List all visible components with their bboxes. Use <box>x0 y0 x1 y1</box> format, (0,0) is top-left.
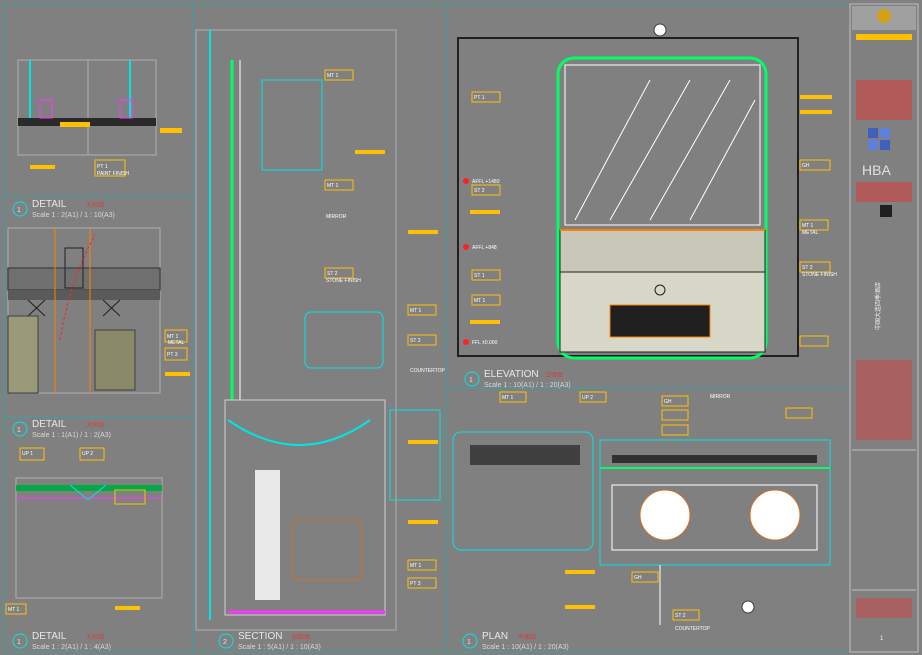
callout-stone-finish: STONE FINISH <box>802 272 837 278</box>
callout-countertop: COUNTERTOP <box>410 368 445 374</box>
callout-gh: GH <box>802 163 810 169</box>
callout-gh-b: GH <box>664 399 672 405</box>
detail-a-heading: DETAIL <box>32 199 67 210</box>
basin-icon <box>639 489 691 541</box>
detail-c-heading: DETAIL <box>32 631 67 642</box>
elevation-cn: 立面图 <box>545 371 563 379</box>
detail-c-drawing <box>5 447 163 615</box>
callout-mt1-g: MT 1 <box>410 308 422 314</box>
plan-cn: 平面图 <box>518 634 536 641</box>
viewport-frames <box>3 3 919 653</box>
callout-st2: ST 2 <box>327 271 338 277</box>
callout-mt1-i: MT 1 <box>502 395 514 401</box>
callout-up1: UP 1 <box>22 451 33 457</box>
section-heading: SECTION <box>238 631 282 642</box>
detail-b-cn: 大样图 <box>86 421 104 429</box>
section-cn: 剖面图 <box>292 633 310 641</box>
plan-scale: Scale 1 : 10(A1) / 1 : 20(A3) <box>482 644 569 651</box>
plan-heading: PLAN <box>482 631 508 642</box>
detail-b-heading: DETAIL <box>32 419 67 430</box>
callout-labels: MT 1 MT 1 ST 2 PT 1 ST 2 ST 1 MT 1 GH MT… <box>8 73 837 632</box>
callout-countertop-b: COUNTERTOP <box>675 626 710 632</box>
plan-title: 1 PLAN 平面图 Scale 1 : 10(A1) / 1 : 20(A3) <box>462 631 569 651</box>
detail-b-number: 1 <box>17 427 21 434</box>
callout-mt1-d: MT 1 <box>802 223 814 229</box>
callout-mt1: MT 1 <box>327 73 339 79</box>
project-name-cn: 中国大连四季酒店 <box>874 282 882 330</box>
hotel-logo-icon <box>877 9 891 23</box>
detail-b-scale: Scale 1 : 1(A1) / 1 : 2(A3) <box>32 432 111 439</box>
afl-1480-tag: AFFL +1480 <box>472 179 500 185</box>
detail-a-drawing <box>17 59 182 177</box>
ffl-tag: FFL ±0.000 <box>472 340 498 346</box>
detail-b-title: 1 DETAIL 大样图 Scale 1 : 1(A1) / 1 : 2(A3) <box>12 419 111 439</box>
section-title: 2 SECTION 剖面图 Scale 1 : 5(A1) / 1 : 10(A… <box>218 631 321 651</box>
detail-b-drawing <box>7 227 190 394</box>
hba-logo-icon <box>868 128 890 150</box>
callout-mt1-f: MT 1 <box>167 334 179 340</box>
mirror-hatch <box>574 79 756 221</box>
callout-pt3: PT 3 <box>167 352 178 358</box>
detail-a-number: 1 <box>17 207 21 214</box>
detail-a-title: 1 DETAIL 大样图 Scale 1 : 2(A1) / 1 : 10(A3… <box>12 199 115 219</box>
elevation-drawing <box>457 23 832 360</box>
afl-848-tag: AFFL +848 <box>472 245 497 251</box>
elevation-heading: ELEVATION <box>484 369 539 380</box>
plan-number: 1 <box>467 639 471 646</box>
callout-st2-d: ST 2 <box>410 338 421 344</box>
callout-st1: ST 1 <box>474 273 485 279</box>
callout-pt1: PT 1 <box>474 95 485 101</box>
callout-metal: METAL <box>802 230 819 236</box>
section-marker-icon <box>653 23 667 37</box>
detail-c-cn: 大样图 <box>86 633 104 641</box>
elevation-level-tags: AFFL +1480 AFFL +848 FFL ±0.000 <box>463 178 500 346</box>
elevation-number: 1 <box>469 377 473 384</box>
sheet-number: 1 <box>880 636 884 642</box>
section-scale: Scale 1 : 5(A1) / 1 : 10(A3) <box>238 644 321 651</box>
callout-stone-finish-b: STONE FINISH <box>326 278 361 284</box>
callout-pt3-b: PT 3 <box>410 581 421 587</box>
callout-mirror-b: MIRROR <box>710 394 731 400</box>
callout-gh-c: GH <box>634 575 642 581</box>
callout-up2-b: UP 2 <box>582 395 593 401</box>
callout-st2-c: ST 2 <box>802 265 813 271</box>
callout-mt1-e: MT 1 <box>8 607 20 613</box>
callout-pt1-b: PT 1 <box>97 164 108 170</box>
title-block: HBA 中国大连四季酒店 1 <box>852 6 916 642</box>
detail-a-cn: 大样图 <box>86 201 104 209</box>
callout-mt1-b: MT 1 <box>327 183 339 189</box>
callout-mt1-h: MT 1 <box>410 563 422 569</box>
detail-c-number: 1 <box>17 639 21 646</box>
callout-st2-b: ST 2 <box>474 188 485 194</box>
detail-c-scale: Scale 1 : 2(A1) / 1 : 4(A3) <box>32 644 111 651</box>
firm-name: HBA <box>862 162 891 178</box>
callout-metal-b: METAL <box>168 340 185 346</box>
callout-paint-finish: PAINT FINISH <box>97 171 129 177</box>
elevation-title: 1 ELEVATION 立面图 Scale 1 : 10(A1) / 1 : 2… <box>464 369 571 389</box>
detail-a-scale: Scale 1 : 2(A1) / 1 : 10(A3) <box>32 212 115 219</box>
plan-drawing <box>452 391 831 625</box>
detail-c-title: 1 DETAIL 大样图 Scale 1 : 2(A1) / 1 : 4(A3) <box>12 631 111 651</box>
section-number: 2 <box>223 639 227 646</box>
callout-mirror: MIRROR <box>326 214 347 220</box>
callout-up2: UP 2 <box>82 451 93 457</box>
section-drawing <box>195 29 441 631</box>
callout-mt1-c: MT 1 <box>474 298 486 304</box>
elevation-scale: Scale 1 : 10(A1) / 1 : 20(A3) <box>484 382 571 389</box>
callout-st2-e: ST 2 <box>675 613 686 619</box>
